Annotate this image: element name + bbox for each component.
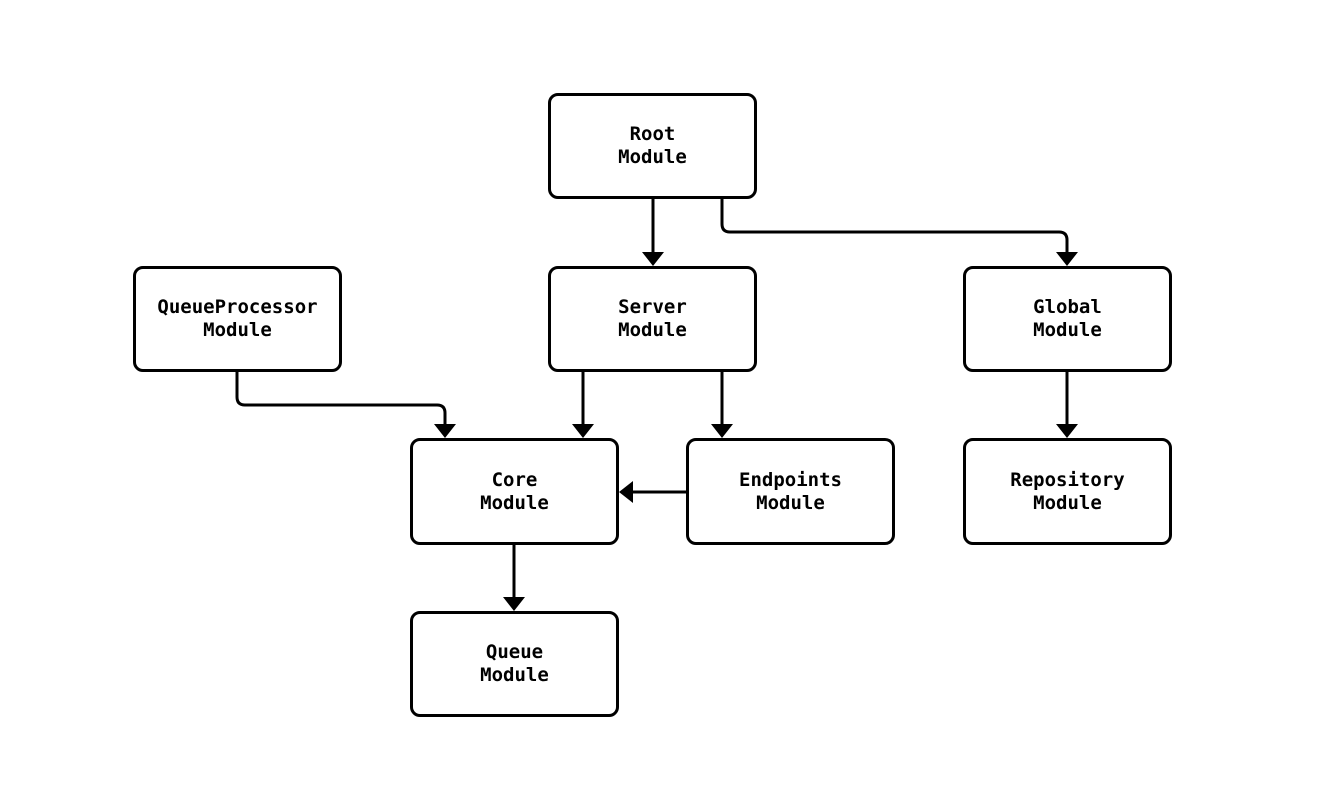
node-core-module-label: Core Module [480, 468, 549, 514]
node-queue-module: Queue Module [410, 611, 619, 717]
arrowhead-root-to-global [1056, 252, 1078, 266]
edge-queueprocessor-to-core [235, 372, 447, 424]
arrowhead-global-to-repository [1056, 424, 1078, 438]
node-root-module: Root Module [548, 93, 757, 199]
node-queueprocessor-module-label: QueueProcessor Module [157, 296, 318, 341]
arrowhead-root-to-server [642, 252, 664, 266]
node-core-module: Core Module [410, 438, 619, 545]
node-global-module-label: Global Module [1033, 296, 1102, 341]
arrowhead-endpoints-to-core [619, 481, 633, 503]
edge-root-to-global [720, 199, 1069, 252]
arrowhead-core-to-queue [503, 597, 525, 611]
node-root-module-label: Root Module [618, 123, 687, 168]
node-server-module-label: Server Module [618, 296, 687, 341]
node-endpoints-module-label: Endpoints Module [739, 468, 842, 514]
node-queueprocessor-module: QueueProcessor Module [133, 266, 342, 372]
node-server-module: Server Module [548, 266, 757, 372]
node-repository-module: Repository Module [963, 438, 1172, 545]
arrowhead-queueprocessor-to-core [434, 424, 456, 438]
node-repository-module-label: Repository Module [1010, 468, 1125, 514]
arrowhead-server-to-endpoints [711, 424, 733, 438]
node-queue-module-label: Queue Module [480, 641, 549, 686]
node-global-module: Global Module [963, 266, 1172, 372]
arrowhead-server-to-core [572, 424, 594, 438]
node-endpoints-module: Endpoints Module [686, 438, 895, 545]
